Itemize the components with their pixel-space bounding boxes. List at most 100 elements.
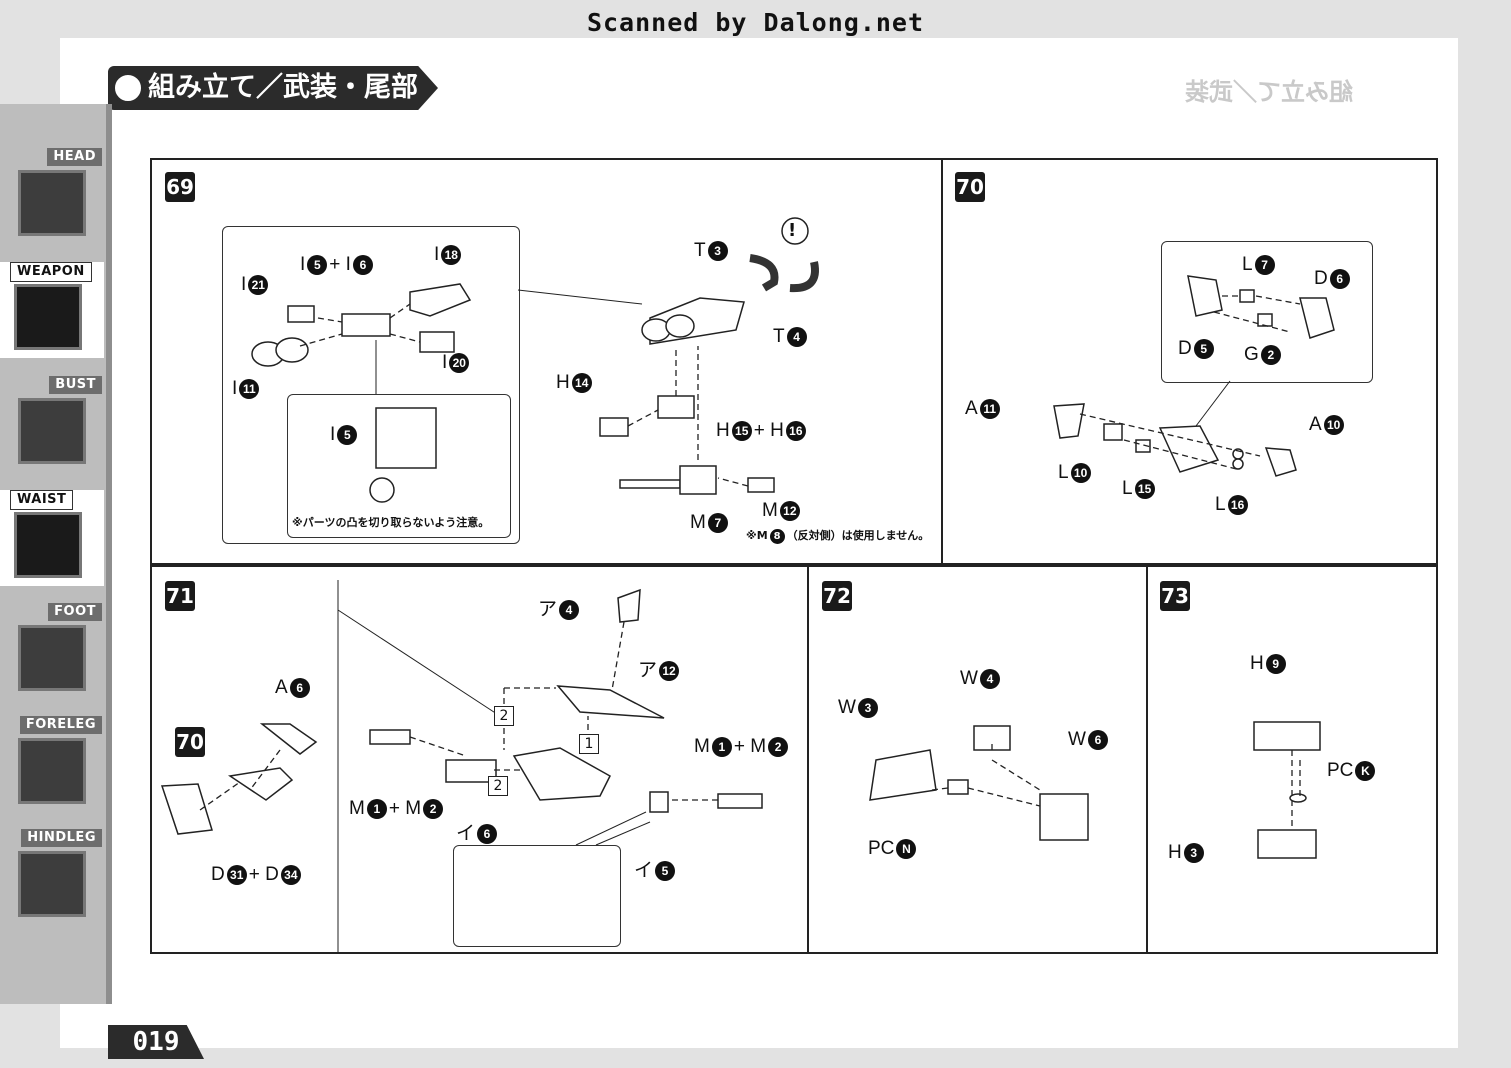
part-number-badge: N (896, 838, 917, 859)
step-number: 73 (1160, 581, 1190, 611)
step-number: 69 (165, 172, 195, 202)
part-number-badge: K (1355, 760, 1376, 781)
part-letter: M (690, 512, 706, 533)
part-letter: L (1058, 462, 1069, 483)
part-letter: A (1309, 414, 1322, 435)
part-number-badge: 20 (449, 352, 470, 373)
part-letter: I (232, 378, 238, 399)
part-letter: I (241, 274, 247, 295)
sidebar-tab: BUST (14, 376, 102, 472)
part-letter: D (211, 864, 225, 885)
part-number-badge: 9 (1265, 653, 1286, 674)
order-mark: 2 (494, 706, 514, 726)
part-letter: H (556, 372, 570, 393)
part-a12k (556, 685, 665, 719)
part-assembly-70-ref (160, 783, 213, 835)
page-title: 組み立て／武装・尾部 (108, 66, 438, 110)
part-i11-b (275, 337, 309, 363)
part-letter: I (434, 244, 440, 265)
part-i21 (287, 305, 315, 323)
part-h15-h16 (657, 395, 695, 419)
part-letter: L (1242, 254, 1253, 275)
part-number-badge: 10 (1323, 414, 1344, 435)
part-letter: I (300, 254, 306, 275)
part-number-badge: 5 (307, 254, 328, 275)
part-number-badge: 2 (1260, 344, 1281, 365)
part-letter: + D (248, 864, 279, 885)
part-number-badge: 7 (1254, 254, 1275, 275)
sidebar-tab-label: HEAD (47, 148, 102, 166)
caution-mark: ! (788, 220, 797, 241)
part-number-badge: 3 (857, 697, 878, 718)
part-central-70 (1158, 425, 1220, 473)
sidebar-tab: HINDLEG (14, 829, 102, 925)
order-mark: 1 (579, 734, 599, 754)
title-badge-icon (112, 72, 144, 104)
sidebar-tab-icon (18, 851, 86, 917)
part-letter: + M (733, 736, 767, 757)
part-number-badge: 11 (239, 378, 260, 399)
caution-circle-icon (781, 217, 809, 245)
part-letter: + M (388, 798, 422, 819)
part-i5-detail (375, 407, 437, 469)
part-number-badge: 4 (979, 668, 1000, 689)
sidebar-tab-label: WEAPON (10, 262, 92, 282)
sidebar-tab: FOOT (14, 603, 102, 699)
part-h9 (1253, 721, 1321, 751)
part-letter: イ (634, 860, 654, 881)
part-letter: + H (753, 420, 784, 441)
part-letter: A (965, 398, 978, 419)
inset-note: ※パーツの凸を切り取らないよう注意。 (292, 516, 490, 529)
part-number-badge: 4 (786, 326, 807, 347)
sidebar-tab: HEAD (14, 148, 102, 244)
part-number-badge: 3 (1183, 842, 1204, 863)
part-number-badge: 2 (423, 798, 444, 819)
page-number: 019 (108, 1025, 204, 1059)
part-letter: + I (329, 254, 351, 275)
step-number: 71 (165, 581, 195, 611)
part-w3 (869, 749, 937, 801)
part-number-badge: 1 (711, 736, 732, 757)
part-letter: PC (1327, 760, 1354, 781)
part-i18 (409, 283, 472, 317)
part-number-badge: 6 (1329, 268, 1350, 289)
part-letter: ア (538, 599, 558, 620)
part-number-badge: 6 (352, 254, 373, 275)
part-letter: G (1244, 344, 1259, 365)
part-assembly-71 (512, 747, 611, 801)
part-letter: W (1068, 729, 1086, 750)
part-i5-i6 (341, 313, 391, 337)
part-number-badge: 6 (1087, 729, 1108, 750)
part-letter: PC (868, 838, 895, 859)
step-number: 70 (955, 172, 985, 202)
part-number-badge: 14 (571, 372, 592, 393)
part-a11 (1053, 403, 1085, 439)
part-number-badge: 7 (707, 512, 728, 533)
cut-mark-icon (369, 477, 395, 503)
ref-step-number: 70 (175, 727, 205, 757)
sidebar-tab: WAIST (0, 490, 104, 586)
sidebar-tab-label: FOOT (48, 603, 102, 621)
step-73-panel (1146, 565, 1438, 954)
part-a4k (617, 588, 641, 623)
